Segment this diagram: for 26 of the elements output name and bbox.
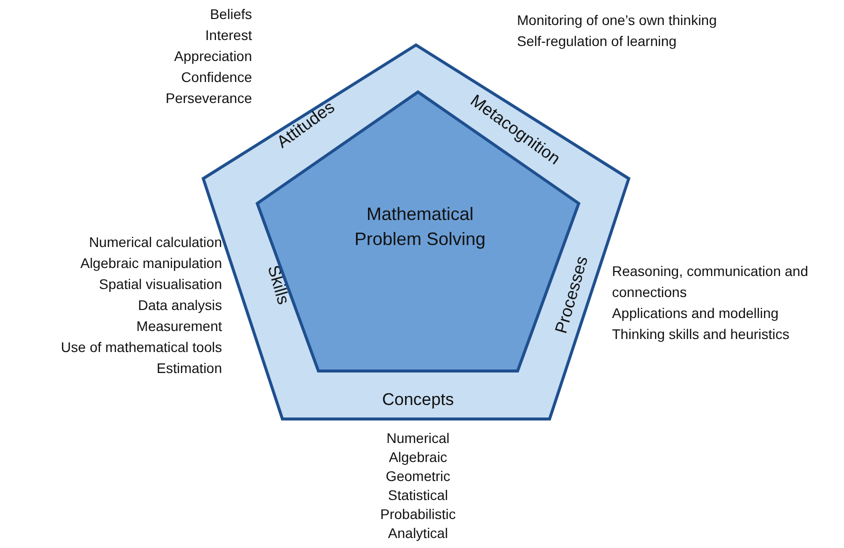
list-item: Algebraic [388, 449, 448, 465]
list-item: Numerical [386, 430, 450, 446]
center-title: Mathematical Problem Solving [353, 203, 487, 251]
list-item: Analytical [388, 525, 448, 541]
component-label: Concepts [382, 390, 454, 410]
list-item: Confidence [181, 69, 252, 85]
list-item: Applications and modelling [612, 305, 779, 321]
list-item: Use of mathematical tools [60, 339, 222, 355]
list-item: Monitoring of one’s own thinking [517, 12, 717, 28]
list-item: Measurement [136, 318, 222, 334]
list-item: Algebraic manipulation [80, 255, 222, 271]
list-item: Numerical calculation [88, 234, 222, 250]
list-item: Estimation [156, 360, 222, 376]
list-item: Interest [205, 27, 252, 43]
component-label: Skills [262, 263, 294, 307]
list-item: Data analysis [138, 297, 222, 313]
list-item: Self-regulation of learning [517, 33, 677, 49]
list-item: Reasoning, communication and connections [612, 263, 808, 300]
list-item: Spatial visualisation [99, 276, 222, 292]
list-item: Probabilistic [380, 506, 456, 522]
list-item: Statistical [388, 487, 448, 503]
list-item: Thinking skills and heuristics [612, 326, 790, 342]
list-item: Beliefs [210, 6, 252, 22]
list-item: Appreciation [174, 48, 252, 64]
list-item: Perseverance [166, 90, 252, 106]
list-item: Geometric [386, 468, 450, 484]
